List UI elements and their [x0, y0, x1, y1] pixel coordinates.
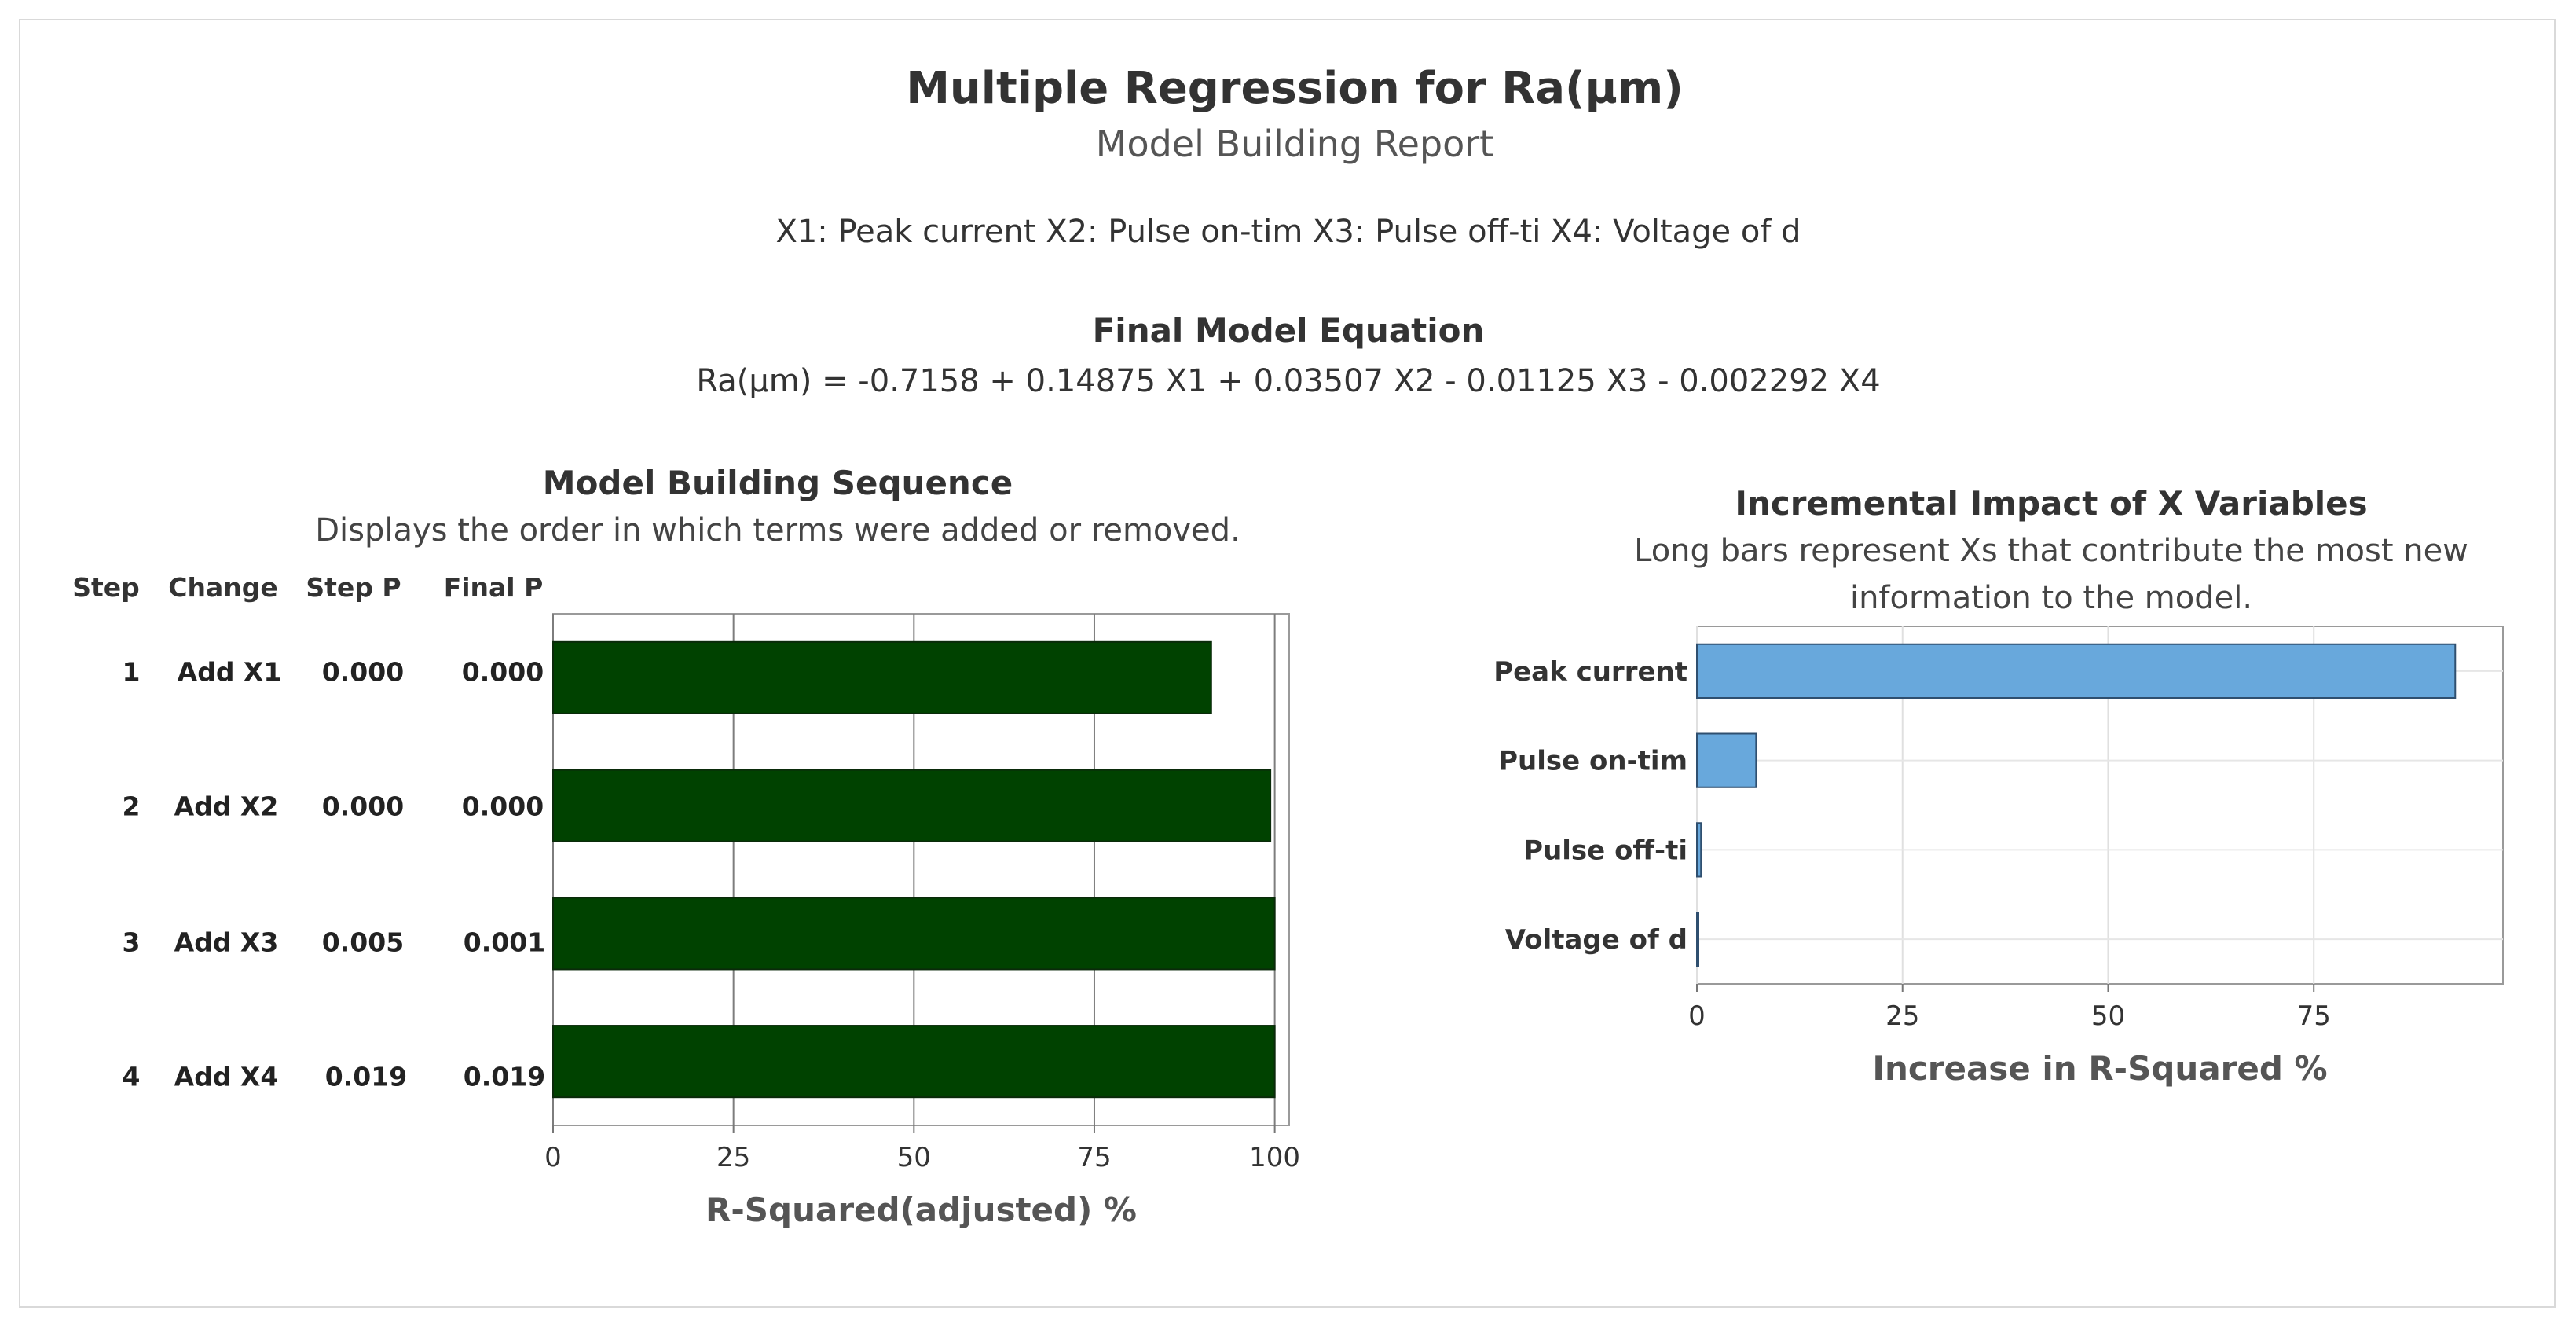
row-2-final-p: 0.000	[461, 791, 544, 822]
row-3-final-p: 0.001	[463, 927, 546, 958]
row-4-change: Add X4	[174, 1061, 279, 1092]
bar-4	[552, 1025, 1276, 1099]
row-3-step-p: 0.005	[321, 927, 405, 958]
bar-1	[552, 640, 1212, 714]
bar-2	[552, 769, 1272, 842]
x-tick-label-0: 0	[1688, 1000, 1706, 1032]
row-4-final-p: 0.019	[463, 1061, 546, 1092]
header-step-p: Step P	[306, 572, 401, 603]
category-label-4: Voltage of d	[1505, 924, 1687, 956]
bar-3	[552, 897, 1276, 971]
row-2-step: 2	[122, 791, 141, 822]
row-2-step-p: 0.000	[321, 791, 405, 822]
x-tick-label-75: 75	[2297, 1000, 2331, 1032]
x-tick-label-0: 0	[544, 1142, 562, 1173]
x-axis-title: R-Squared(adjusted) %	[705, 1191, 1137, 1229]
x-tick-label-50: 50	[2091, 1000, 2125, 1032]
bar-2	[1696, 732, 1757, 788]
row-1-step: 1	[122, 656, 141, 688]
row-1-final-p: 0.000	[461, 656, 544, 688]
category-label-2: Pulse on-tim	[1498, 746, 1687, 777]
header-step: Step	[72, 572, 140, 603]
report-title: Multiple Regression for Ra(µm)	[906, 63, 1684, 114]
final-model-equation: Ra(µm) = -0.7158 + 0.14875 X1 + 0.03507 …	[696, 363, 1881, 399]
header-change: Change	[168, 572, 278, 603]
category-label-3: Pulse off-ti	[1523, 835, 1687, 866]
bar-4	[1696, 912, 1699, 967]
row-4-step: 4	[122, 1061, 141, 1092]
row-2-change: Add X2	[174, 791, 279, 822]
x-tick-label-100: 100	[1249, 1142, 1300, 1173]
sequence-panel-title: Model Building Sequence	[542, 464, 1013, 502]
sequence-panel-subtitle: Displays the order in which terms were a…	[315, 512, 1240, 549]
x-axis-title: Increase in R-Squared %	[1872, 1049, 2327, 1088]
x-tick-label-25: 25	[716, 1142, 750, 1173]
header-final-p: Final P	[443, 572, 544, 603]
x-tick-label-75: 75	[1077, 1142, 1111, 1173]
bar-1	[1696, 643, 2457, 699]
variable-definitions: X1: Peak current X2: Pulse on-tim X3: Pu…	[775, 214, 1801, 250]
row-1-step-p: 0.000	[321, 656, 405, 688]
impact-panel-subtitle-line1: Long bars represent Xs that contribute t…	[1634, 533, 2468, 569]
impact-panel-title: Incremental Impact of X Variables	[1735, 484, 2368, 523]
row-1-change: Add X1	[177, 656, 282, 688]
impact-panel-subtitle-line2: information to the model.	[1849, 580, 2253, 616]
x-tick-label-25: 25	[1885, 1000, 1919, 1032]
row-4-step-p: 0.019	[324, 1061, 408, 1092]
bar-3	[1696, 822, 1702, 878]
category-label-1: Peak current	[1493, 656, 1687, 688]
row-3-step: 3	[122, 927, 141, 958]
report-frame	[19, 19, 2556, 1308]
report-subtitle: Model Building Report	[1095, 123, 1494, 165]
x-tick-label-50: 50	[897, 1142, 931, 1173]
equation-title: Final Model Equation	[1092, 311, 1485, 350]
row-3-change: Add X3	[174, 927, 279, 958]
